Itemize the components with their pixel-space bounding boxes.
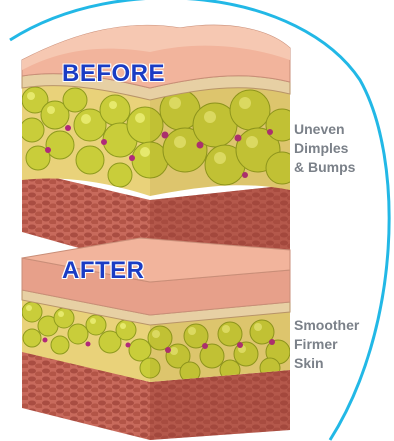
after-caption-line-2: Firmer: [294, 335, 359, 354]
before-caption: Uneven Dimples & Bumps: [294, 120, 355, 177]
after-caption: Smoother Firmer Skin: [294, 316, 359, 373]
after-caption-line-1: Smoother: [294, 316, 359, 335]
before-caption-line-1: Uneven: [294, 120, 355, 139]
before-heading: BEFORE: [62, 60, 165, 88]
after-caption-line-3: Skin: [294, 354, 359, 373]
before-caption-line-3: & Bumps: [294, 158, 355, 177]
after-heading: AFTER: [62, 257, 145, 285]
before-caption-line-2: Dimples: [294, 139, 355, 158]
